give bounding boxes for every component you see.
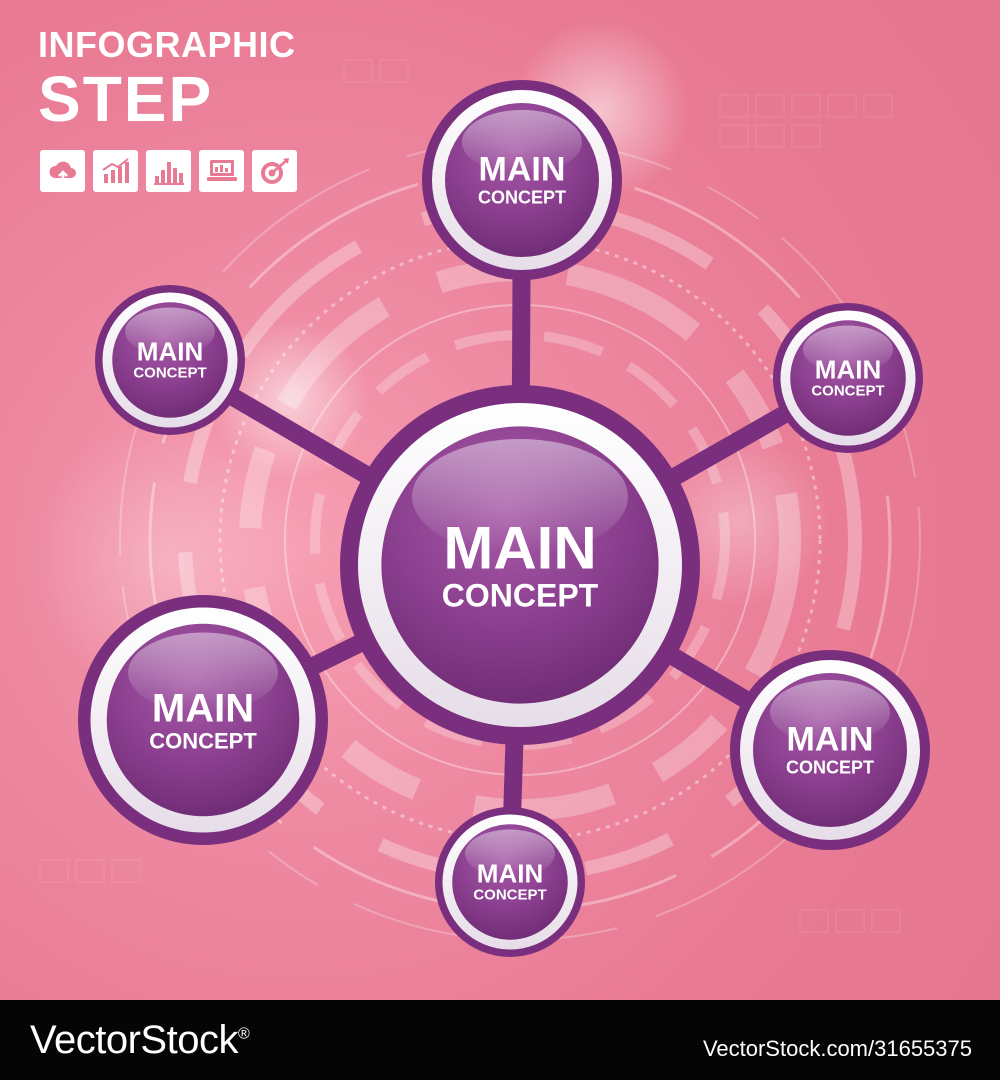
target-arrow-icon: [252, 150, 297, 192]
node-title: MAIN: [136, 336, 204, 367]
cloud-upload-icon: [40, 150, 85, 192]
icon-row: [40, 150, 297, 192]
node-title: MAIN: [151, 686, 255, 731]
node-title: MAIN: [478, 150, 566, 189]
brand-logo: VectorStock®: [30, 1018, 250, 1062]
node-subtitle: CONCEPT: [477, 187, 567, 208]
node-label-lower-right: MAIN CONCEPT: [785, 720, 875, 778]
node-subtitle: CONCEPT: [133, 364, 207, 382]
node-subtitle: CONCEPT: [811, 382, 885, 400]
node-lower-left: [78, 595, 328, 845]
node-lower-right: [730, 650, 930, 850]
node-label-upper-right: MAIN CONCEPT: [811, 356, 884, 399]
stock-url: VectorStock.com/31655375: [702, 1036, 972, 1061]
title-step: STEP: [38, 63, 214, 135]
hub-diagram: [78, 80, 930, 957]
node-bottom: [435, 807, 585, 957]
node-subtitle: CONCEPT: [473, 886, 547, 904]
center-node-label: MAIN CONCEPT: [442, 517, 598, 614]
center-node-subtitle: CONCEPT: [441, 577, 599, 614]
node-top: [422, 80, 622, 280]
center-node: [340, 385, 700, 745]
bar-chart-icon: [146, 150, 191, 192]
title-infographic: INFOGRAPHIC: [38, 24, 296, 65]
node-label-lower-left: MAIN CONCEPT: [149, 687, 257, 752]
trend-chart-icon: [93, 150, 138, 192]
header: INFOGRAPHIC STEP: [38, 24, 296, 135]
node-upper-left: [95, 285, 245, 435]
node-subtitle: CONCEPT: [149, 728, 257, 754]
laptop-chart-icon: [199, 150, 244, 192]
node-title: MAIN: [476, 858, 544, 889]
nodes-layer: [78, 80, 930, 957]
node-upper-right: [773, 303, 923, 453]
node-title: MAIN: [786, 720, 874, 759]
center-node-title: MAIN: [443, 514, 597, 582]
node-label-upper-left: MAIN CONCEPT: [133, 338, 206, 381]
node-subtitle: CONCEPT: [785, 757, 875, 778]
node-label-bottom: MAIN CONCEPT: [473, 860, 546, 903]
node-title: MAIN: [814, 354, 882, 385]
node-label-top: MAIN CONCEPT: [477, 150, 567, 208]
infographic-canvas: INFOGRAPHIC STEP: [0, 0, 1000, 1000]
footer-bar: VectorStock® VectorStock.com/31655375: [0, 1000, 1000, 1080]
